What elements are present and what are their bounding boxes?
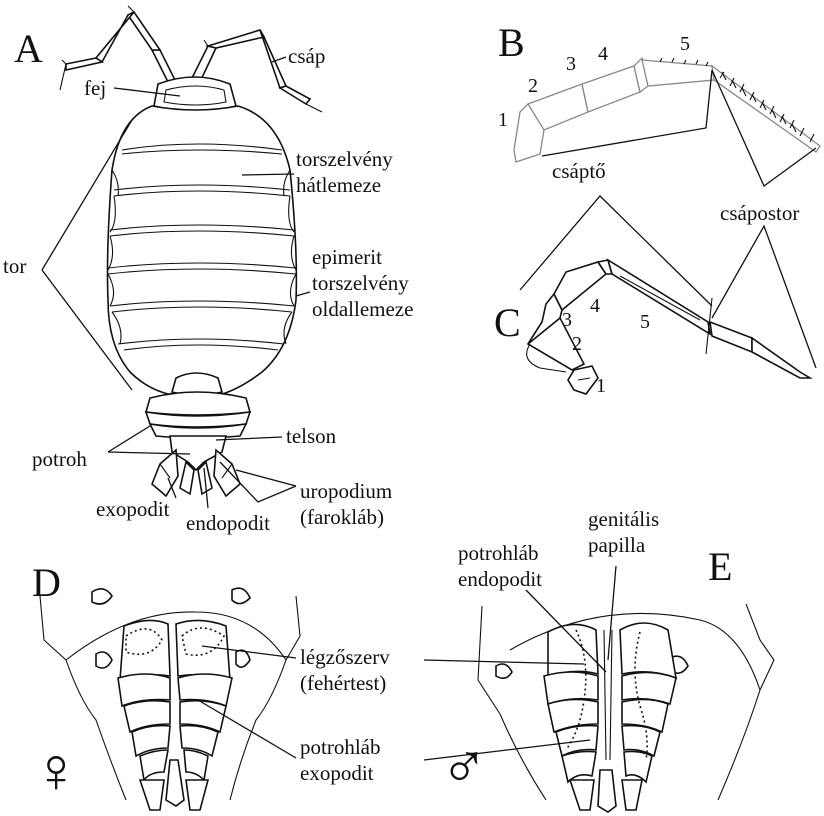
panel-c: C 1 2 3 4 5	[494, 196, 816, 397]
number-c-3: 3	[562, 309, 572, 331]
label-telson: telson	[286, 424, 337, 448]
label-genitalis-line1: genitális	[588, 507, 659, 531]
label-endopodit: endopodit	[186, 511, 270, 535]
number-c-1: 1	[596, 375, 606, 397]
label-legzoszerv-line1: légzőszerv	[300, 645, 390, 669]
panel-letter-a: A	[14, 26, 43, 71]
label-torszelveny-line2: hátlemeze	[296, 173, 381, 197]
label-torszelveny-line1: torszelvény	[296, 147, 393, 171]
panel-d: D	[32, 560, 390, 810]
number-b-4: 4	[598, 43, 608, 65]
number-b-1: 1	[498, 109, 508, 131]
label-potrohlab-exo-line1: potrohláb	[300, 735, 380, 759]
antenna-b-drawing	[514, 58, 820, 162]
label-exopodit: exopodit	[96, 497, 170, 521]
number-c-2: 2	[572, 333, 582, 355]
male-symbol: ♂	[440, 731, 488, 802]
number-b-3: 3	[566, 53, 576, 75]
number-c-5: 5	[640, 311, 650, 333]
label-legzoszerv-line2: (fehértest)	[300, 671, 386, 695]
label-potrohlab-endo-line1: potrohláb	[458, 541, 538, 565]
label-csapto: csáptő	[552, 159, 606, 183]
label-csap: csáp	[288, 44, 325, 68]
label-uropodium-line2: (farokláb)	[300, 505, 384, 529]
label-epimerit-line1: epimerit	[312, 245, 382, 269]
panel-e: E	[424, 507, 774, 812]
label-fej: fej	[84, 76, 106, 100]
label-epimerit-line3: oldallemeze	[312, 297, 413, 321]
panel-letter-b: B	[498, 20, 525, 65]
label-potrohlab-exo-line2: exopodit	[300, 761, 374, 785]
panel-letter-d: D	[32, 560, 61, 605]
male-pleon-drawing	[478, 604, 774, 812]
label-uropodium-line1: uropodium	[300, 479, 392, 503]
panel-letter-e: E	[708, 544, 732, 589]
number-c-4: 4	[590, 295, 600, 317]
label-potrohlab-endo-line2: endopodit	[458, 567, 542, 591]
label-potroh: potroh	[32, 447, 87, 471]
label-csapostor: csápostor	[720, 201, 799, 225]
panel-letter-c: C	[494, 300, 521, 345]
number-b-5: 5	[680, 33, 690, 55]
panel-a: A	[3, 6, 413, 535]
label-tor: tor	[3, 254, 26, 278]
number-b-2: 2	[528, 75, 538, 97]
female-symbol: ♀	[32, 735, 80, 806]
panel-b: B 1 2 3 4 5 csáptő csápostor	[498, 20, 820, 225]
label-epimerit-line2: torszelvény	[312, 271, 409, 295]
label-genitalis-line2: papilla	[588, 533, 646, 557]
